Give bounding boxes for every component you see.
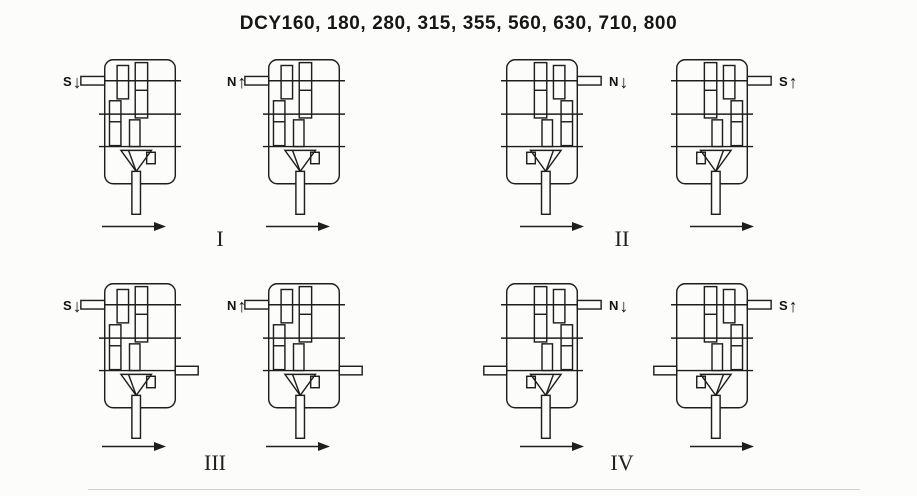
output-direction-arrow-icon xyxy=(102,440,166,458)
gearbox-schematic xyxy=(242,278,366,445)
down-arrow-icon: ↓ xyxy=(72,296,82,316)
scan-artifact-line xyxy=(88,489,860,490)
output-direction-arrow-icon xyxy=(266,220,330,238)
input-shaft-label: N↓ xyxy=(609,296,629,316)
input-shaft-letter: S xyxy=(779,298,788,313)
input-shaft-letter: S xyxy=(779,74,788,89)
output-direction-arrow-icon xyxy=(102,220,166,238)
group-label-3: III xyxy=(204,450,226,475)
input-shaft-label: N↑ xyxy=(227,296,247,316)
gearbox-unit-2: N↑ xyxy=(226,54,376,254)
up-arrow-icon: ↑ xyxy=(237,296,247,316)
input-shaft-label: S↓ xyxy=(63,72,82,92)
gearbox-unit-6: N↑ xyxy=(226,278,376,478)
gearbox-schematic xyxy=(480,278,604,445)
up-arrow-icon: ↑ xyxy=(788,72,798,92)
input-shaft-label: S↑ xyxy=(779,72,798,92)
gearbox-unit-5: S↓ xyxy=(62,278,212,478)
output-direction-arrow-icon xyxy=(520,220,584,238)
group-label-2: II xyxy=(614,226,630,251)
gearbox-schematic xyxy=(78,278,202,445)
down-arrow-icon: ↓ xyxy=(619,296,629,316)
gearbox-unit-3: N↓ xyxy=(480,54,630,254)
page-title: DCY160, 180, 280, 315, 355, 560, 630, 71… xyxy=(239,13,678,34)
output-direction-arrow-icon xyxy=(266,440,330,458)
output-direction-arrow-icon xyxy=(690,220,754,238)
gearbox-unit-1: S↓ xyxy=(62,54,212,254)
input-shaft-letter: N xyxy=(227,298,237,313)
input-shaft-letter: N xyxy=(609,74,619,89)
input-shaft-label: S↓ xyxy=(63,296,82,316)
gearbox-unit-8: S↑ xyxy=(650,278,800,478)
up-arrow-icon: ↑ xyxy=(237,72,247,92)
gearbox-schematic xyxy=(480,54,604,221)
group-label-4: IV xyxy=(610,450,634,475)
down-arrow-icon: ↓ xyxy=(72,72,82,92)
input-shaft-letter: S xyxy=(63,298,72,313)
group-label-1: I xyxy=(216,226,224,251)
input-shaft-label: N↑ xyxy=(227,72,247,92)
gearbox-schematic xyxy=(78,54,202,221)
input-shaft-label: S↑ xyxy=(779,296,798,316)
output-direction-arrow-icon xyxy=(520,440,584,458)
gearbox-unit-4: S↑ xyxy=(650,54,800,254)
input-shaft-letter: N xyxy=(227,74,237,89)
gearbox-unit-7: N↓ xyxy=(480,278,630,478)
gearbox-schematic xyxy=(650,54,774,221)
up-arrow-icon: ↑ xyxy=(788,296,798,316)
down-arrow-icon: ↓ xyxy=(619,72,629,92)
gearbox-schematic xyxy=(242,54,366,221)
input-shaft-letter: N xyxy=(609,298,619,313)
input-shaft-label: N↓ xyxy=(609,72,629,92)
output-direction-arrow-icon xyxy=(690,440,754,458)
gearbox-schematic xyxy=(650,278,774,445)
input-shaft-letter: S xyxy=(63,74,72,89)
